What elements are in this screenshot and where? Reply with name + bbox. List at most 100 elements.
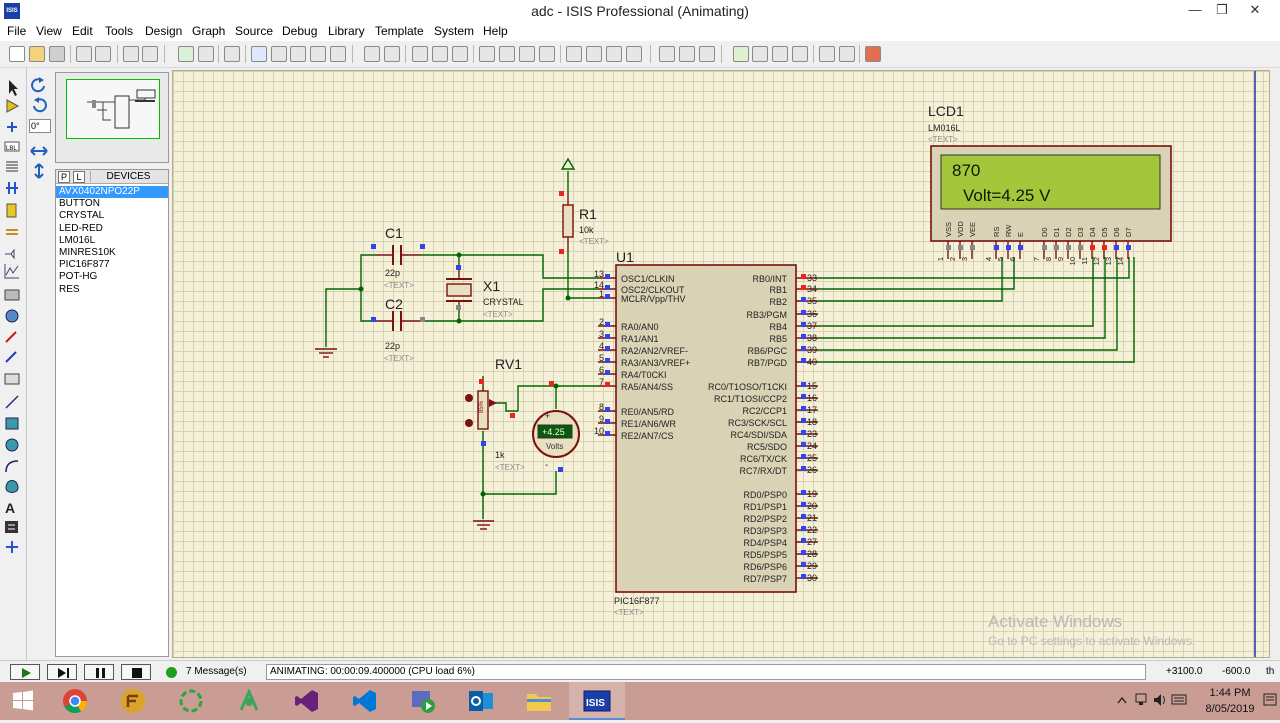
electrical-check-icon[interactable] [819,46,835,62]
menu-library[interactable]: Library [328,24,365,38]
rotate-clockwise-icon[interactable] [31,77,45,93]
zoom-all-icon[interactable] [310,46,326,62]
isis-app-icon[interactable]: ISIS [4,3,20,19]
zoom-area-icon[interactable] [330,46,346,62]
cut-icon[interactable] [412,46,428,62]
potentiometer-rv1[interactable]: RV1 85% 1k <TEXT> [465,356,525,472]
messages-indicator[interactable]: 7 Message(s) [162,664,258,680]
device-item[interactable]: AVX0402NPO22P [56,186,168,199]
block-rotate-icon[interactable] [519,46,535,62]
pick-device-icon[interactable] [566,46,582,62]
bill-of-materials-icon[interactable] [792,46,808,62]
library-manager-button[interactable]: L [73,171,85,183]
block-move-icon[interactable] [499,46,515,62]
lcd-lm016l[interactable]: LCD1 LM016L <TEXT> 870 Volt=4.25 V VSS1V… [928,103,1172,265]
overview-window[interactable] [55,72,169,163]
play-button[interactable] [10,664,40,680]
property-assign-icon[interactable] [699,46,715,62]
capacitor-c2[interactable]: C2 22p <TEXT> [371,296,425,363]
menu-help[interactable]: Help [483,24,508,38]
ares-icon[interactable] [865,46,881,62]
remove-sheet-icon[interactable] [752,46,768,62]
voltage-probe-mode-icon[interactable] [5,331,17,343]
block-delete-icon[interactable] [539,46,555,62]
virtual-instruments-mode-icon[interactable] [4,373,20,385]
zoom-in-icon[interactable] [271,46,287,62]
device-item[interactable]: POT-HG [59,271,98,283]
schematic-canvas[interactable]: C1 22p <TEXT> C2 22p <TEXT> X1 CRYSTA [172,70,1270,658]
block-copy-icon[interactable] [479,46,495,62]
speaker-icon[interactable] [1154,694,1165,706]
packaging-tool-icon[interactable] [606,46,622,62]
rotate-anticlockwise-icon[interactable] [33,97,47,113]
print-area-icon[interactable] [142,46,158,62]
exit-to-parent-icon[interactable] [772,46,788,62]
show-hidden-icons-chevron-icon[interactable] [1117,696,1127,704]
undo-icon[interactable] [364,46,380,62]
menu-graph[interactable]: Graph [192,24,226,38]
pause-button[interactable] [84,664,114,680]
path-mode-icon[interactable] [5,480,19,493]
menu-template[interactable]: Template [375,24,424,38]
junction-mode-icon[interactable] [7,122,17,132]
terminal-mode-icon[interactable] [6,229,18,235]
export-icon[interactable] [95,46,111,62]
netlist-icon[interactable] [839,46,855,62]
line-mode-icon[interactable] [5,395,19,409]
text-script-mode-icon[interactable] [6,161,18,172]
component-mode-icon[interactable] [6,99,20,113]
device-item[interactable]: LED-RED [59,222,103,234]
zoom-out-icon[interactable] [290,46,306,62]
selection-mode-icon[interactable] [9,80,18,96]
taskbar-visual-studio[interactable] [279,682,335,720]
open-folder-icon[interactable] [29,46,45,62]
crystal-x1[interactable]: X1 CRYSTAL <TEXT> [446,265,524,319]
paste-icon[interactable] [452,46,468,62]
wire-autorouter-icon[interactable] [659,46,675,62]
graph-mode-icon[interactable] [4,264,19,279]
device-item[interactable]: MINRES10K [59,246,116,258]
device-pin-mode-icon[interactable] [5,248,15,260]
dc-voltmeter[interactable]: +4.25 Volts + - [532,381,580,472]
menu-source[interactable]: Source [235,24,274,38]
clock-time[interactable]: 1:44 PM [1209,687,1251,699]
arc-mode-icon[interactable] [5,460,19,473]
menu-view[interactable]: View [36,24,62,38]
wire-label-mode-icon[interactable]: LBL [4,141,20,152]
resistor-r1[interactable]: R1 10k <TEXT> [559,191,609,254]
copy-icon[interactable] [432,46,448,62]
make-device-icon[interactable] [586,46,602,62]
symbol-mode-icon[interactable] [5,521,18,533]
taskbar-chrome[interactable] [47,682,103,720]
menu-system[interactable]: System [434,24,475,38]
import-icon[interactable] [76,46,92,62]
menu-design[interactable]: Design [145,24,183,38]
device-item[interactable]: RES [59,283,80,295]
device-item[interactable]: LM016L [59,234,96,246]
decompose-icon[interactable] [626,46,642,62]
menu-debug[interactable]: Debug [282,24,318,38]
minimize-button[interactable]: — [1188,2,1202,17]
generator-mode-icon[interactable] [5,309,19,323]
taskbar-vscode[interactable] [337,682,393,720]
redo-icon[interactable] [384,46,400,62]
device-item[interactable]: PIC16F877 [59,259,110,271]
menu-tools[interactable]: Tools [105,24,134,38]
taskbar-outlook[interactable] [453,682,509,720]
new-sheet-icon[interactable] [733,46,749,62]
refresh-icon[interactable] [178,46,194,62]
menu-file[interactable]: File [7,24,27,38]
step-button[interactable] [47,664,77,680]
save-icon[interactable] [49,46,65,62]
origin-icon[interactable] [224,46,240,62]
clock-date[interactable]: 8/05/2019 [1205,703,1255,715]
pan-icon[interactable] [251,46,267,62]
taskbar-filezilla[interactable] [105,682,161,720]
mirror-horizontal-icon[interactable] [30,146,48,156]
stop-button[interactable] [121,664,151,680]
network-icon[interactable] [1135,693,1147,705]
device-item[interactable]: BUTTON [59,198,100,210]
subcircuit-mode-icon[interactable] [6,203,17,218]
bus-mode-icon[interactable] [6,182,18,194]
